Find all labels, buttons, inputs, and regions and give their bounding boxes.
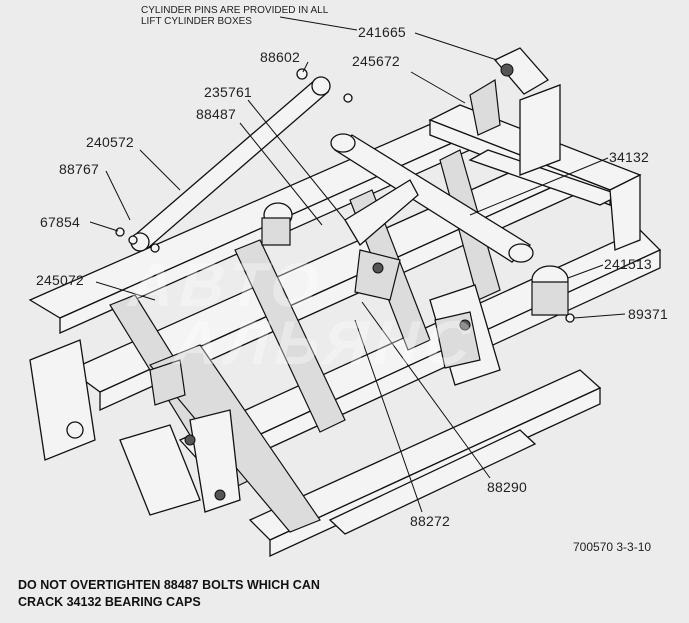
callout-245072: 245072: [36, 272, 84, 288]
callout-88602: 88602: [260, 49, 300, 65]
callout-88290: 88290: [487, 479, 527, 495]
bearing-241513: [531, 265, 569, 316]
center-bracket: [344, 179, 419, 301]
lift-cylinder: [469, 47, 550, 136]
pivot-tube: [330, 133, 534, 263]
callout-88487: 88487: [196, 106, 236, 122]
callout-88767: 88767: [59, 161, 99, 177]
callout-88272: 88272: [410, 513, 450, 529]
left-hardware: [29, 339, 186, 461]
drawing-reference: 700570 3-3-10: [573, 540, 652, 554]
leader-lines: [89, 16, 626, 513]
footnote-line-2: CRACK 34132 BEARING CAPS: [18, 595, 201, 609]
callout-241513: 241513: [604, 256, 652, 272]
footnote-line-1: DO NOT OVERTIGHTEN 88487 BOLTS WHICH CAN: [18, 578, 320, 592]
note-top-line-1: CYLINDER PINS ARE PROVIDED IN ALL: [141, 5, 329, 16]
callout-67854: 67854: [40, 214, 80, 230]
lift-link: [130, 76, 331, 252]
bearing-left: [261, 202, 293, 246]
pin-hardware: [115, 68, 575, 323]
callout-241665: 241665: [358, 24, 406, 40]
note-top-line-2: LIFT CYLINDER BOXES: [141, 16, 252, 27]
callout-89371: 89371: [628, 306, 668, 322]
hinge-bracket-right: [429, 284, 501, 386]
callout-235761: 235761: [204, 84, 252, 100]
callout-240572: 240572: [86, 134, 134, 150]
callout-34132: 34132: [609, 149, 649, 165]
hinge-bracket-lower: [119, 409, 241, 516]
watermark-line-2: АЛЬЯНС: [166, 309, 485, 378]
callout-245672: 245672: [352, 53, 400, 69]
